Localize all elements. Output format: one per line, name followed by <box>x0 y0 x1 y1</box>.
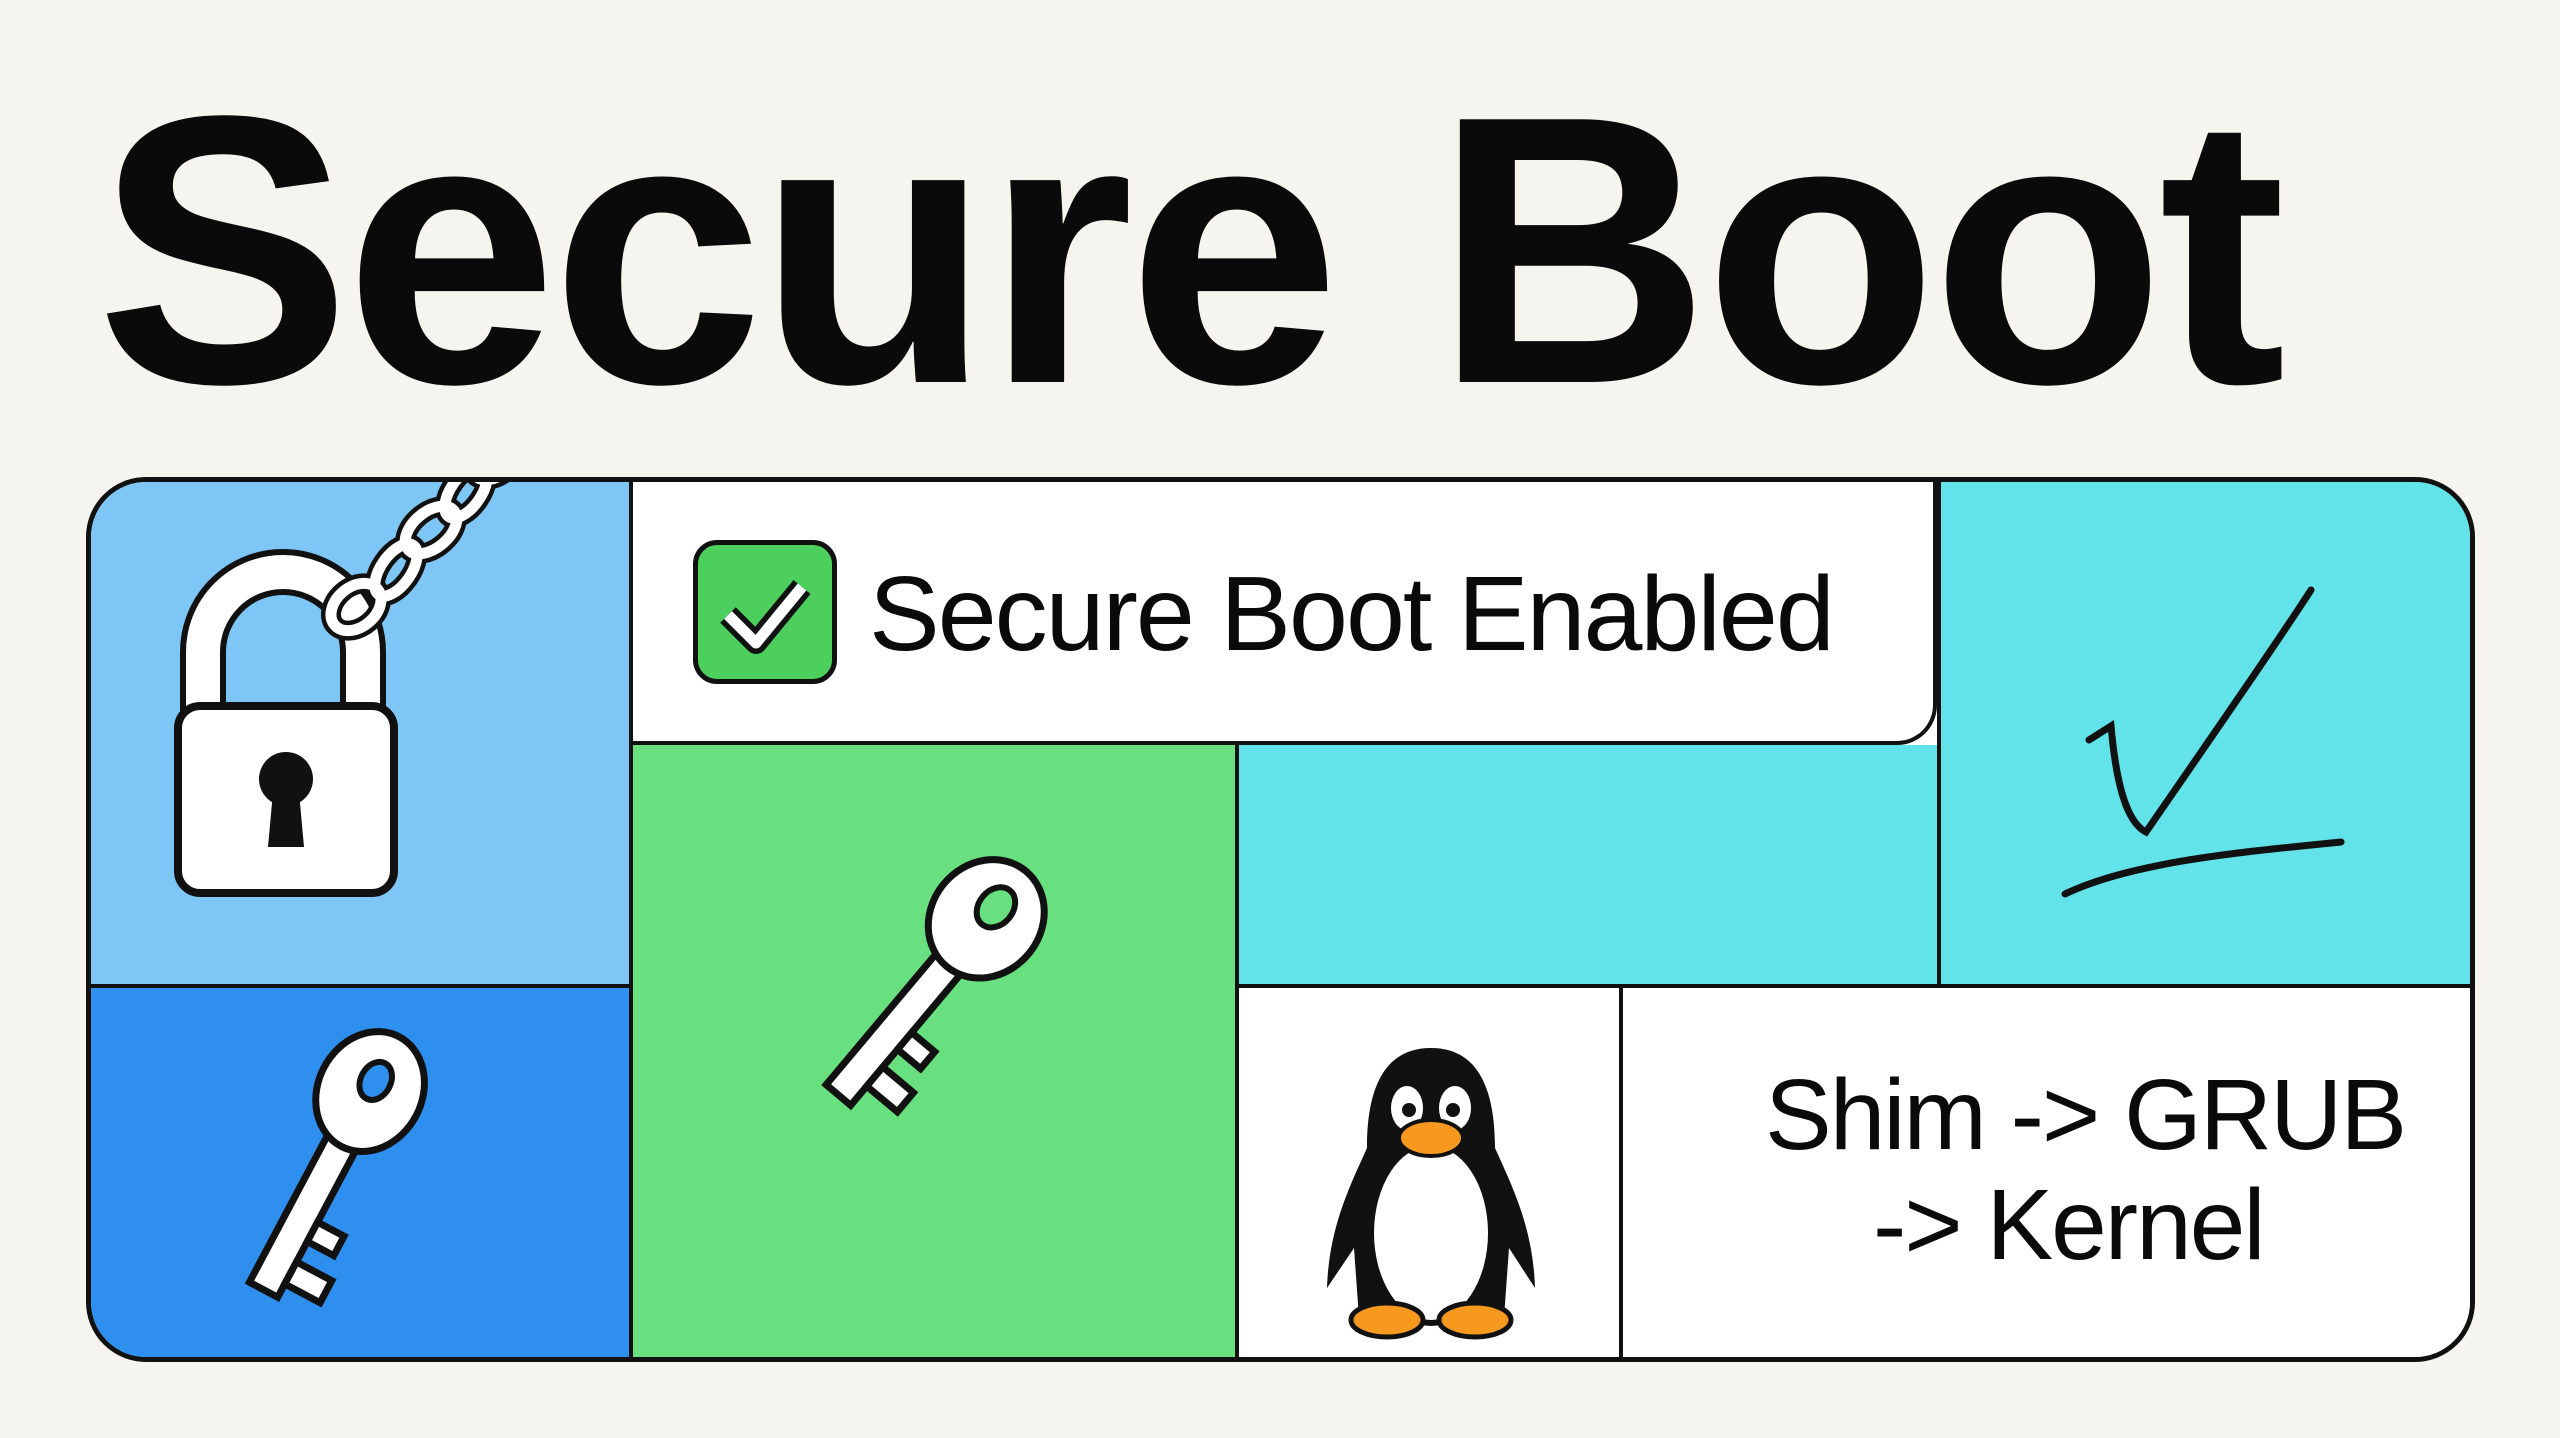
lock-panel <box>91 482 633 988</box>
boot-chain-panel: Shim -> GRUB -> Kernel <box>1623 988 2470 1357</box>
checkbox-checked-icon <box>693 540 837 684</box>
linux-panel <box>1239 988 1623 1357</box>
verified-panel <box>1937 482 2470 988</box>
cyan-panel <box>1239 745 1937 988</box>
boot-chain-line-2: -> Kernel <box>1873 1169 2266 1281</box>
key-icon <box>244 1028 428 1308</box>
boot-chain-line-1: Shim -> GRUB <box>1765 1059 2407 1171</box>
status-card: Secure Boot Enabled <box>633 482 1937 745</box>
tux-penguin-icon <box>1327 1048 1535 1340</box>
db-key-panel <box>633 745 1239 1357</box>
secure-boot-board: Secure Boot Enabled <box>86 477 2475 1362</box>
page-title: Secure Boot <box>96 36 2286 463</box>
platform-key-panel <box>91 988 633 1357</box>
chain-icon <box>320 482 531 641</box>
handwritten-check-icon <box>2061 586 2345 898</box>
status-label: Secure Boot Enabled <box>869 555 1835 673</box>
key-icon <box>821 856 1048 1117</box>
